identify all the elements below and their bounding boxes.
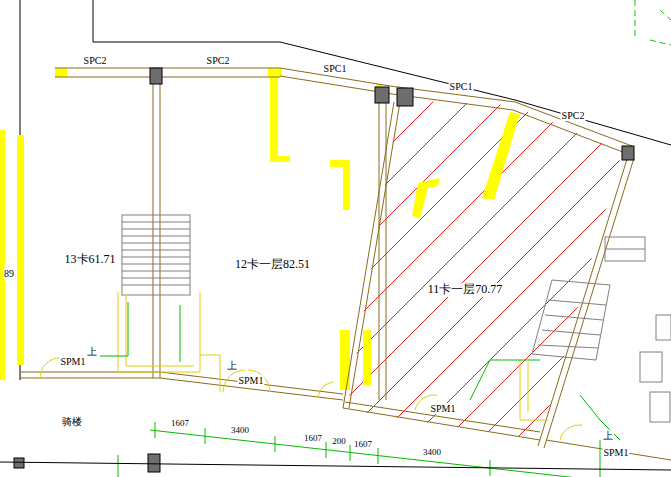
room-region: 11卡一层70.77 [395,275,535,305]
room-label: 13卡61.71 [64,253,117,266]
room-label: 11卡一层70.77 [427,283,504,296]
plan-label: SPM1 [237,375,264,386]
plan-label: 89 [3,268,15,279]
room-label: 12卡一层82.51 [234,258,311,271]
dimension-text: 3400 [422,448,442,458]
plan-label: 上 [86,346,98,357]
plan-label: SPC1 [323,63,348,74]
dimension-text: 200 [331,437,347,447]
plan-label: SPM1 [602,447,629,458]
dimension-text: 1607 [303,434,323,444]
plan-label: SPM1 [59,356,86,367]
room-region: 12卡一层82.51 [200,250,345,280]
dimension-text: 1607 [170,419,190,429]
plan-label: 上 [226,360,238,371]
dimension-text: 3400 [230,426,250,436]
plan-label: SPC2 [561,110,586,121]
dimension-text: 1607 [353,440,373,450]
plan-label: 上 [602,430,614,441]
plan-label: 骑楼 [61,416,83,427]
room-region: 13卡61.71 [40,245,140,275]
plan-label: SPC2 [83,55,108,66]
plan-label: SPC2 [206,55,231,66]
plan-label: SPC1 [449,81,474,92]
plan-label: SPM1 [429,403,456,414]
